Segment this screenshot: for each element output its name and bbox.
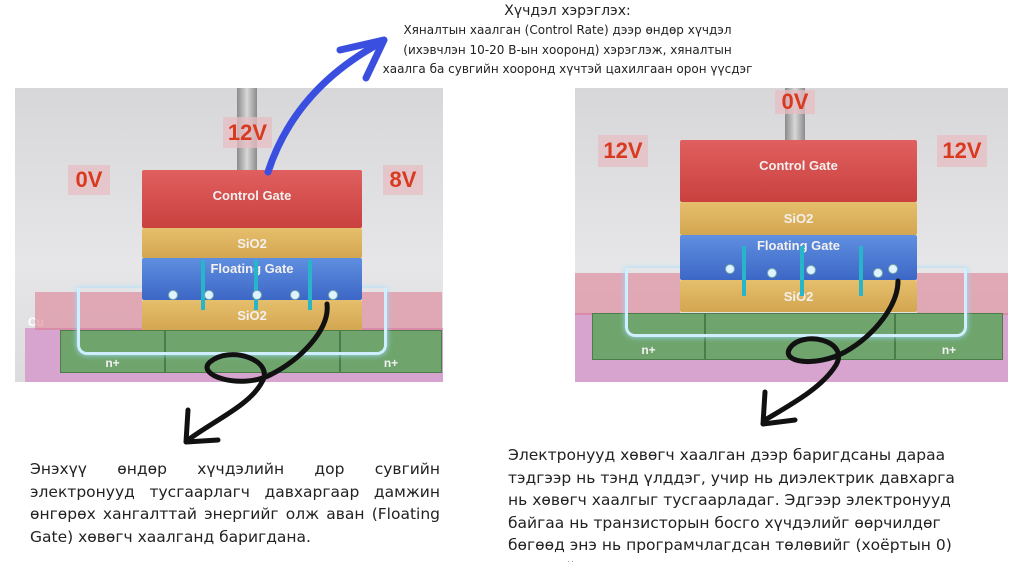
electron-flow-down-arrow bbox=[800, 246, 804, 296]
note-line: хаалга ба сувгийн хооронд хүчтэй цахилга… bbox=[382, 62, 753, 76]
electron bbox=[290, 290, 300, 300]
electron bbox=[806, 265, 816, 275]
control-gate-layer: Control Gate bbox=[142, 170, 362, 228]
source-voltage-label: 12V bbox=[598, 135, 648, 167]
n-plus-region: n+ bbox=[340, 330, 442, 373]
blue-annotation-arrow bbox=[264, 36, 388, 176]
electron-flow-down-arrow bbox=[742, 246, 746, 296]
electron bbox=[725, 264, 735, 274]
oxide-layer-bottom: SiO2 bbox=[680, 280, 917, 312]
note-title: Хүчдэл хэрэглэх: bbox=[504, 3, 631, 19]
electron bbox=[328, 290, 338, 300]
electron-flow-up-arrow bbox=[201, 260, 205, 310]
drain-voltage-label: 12V bbox=[937, 135, 987, 167]
electron-flow-up-arrow bbox=[254, 260, 258, 310]
electron bbox=[873, 268, 883, 278]
electron bbox=[767, 268, 777, 278]
note-line: (ихэвчлэн 10-20 В-ын хооронд) хэрэглэж, … bbox=[403, 42, 732, 57]
channel-region bbox=[165, 330, 340, 373]
gate-voltage-label: 0V bbox=[775, 89, 815, 114]
right-transistor-diagram: n+ n+ Control Gate SiO2 Floating Gate Si… bbox=[575, 88, 1008, 382]
electron bbox=[168, 290, 178, 300]
electron-channel bbox=[625, 268, 967, 337]
oxide-layer-top: SiO2 bbox=[142, 228, 362, 258]
note-line: Хяналтын хаалган (Control Rate) дээр өнд… bbox=[403, 23, 732, 37]
oxide-layer-top: SiO2 bbox=[680, 202, 917, 235]
control-gate-layer: Control Gate bbox=[680, 140, 917, 202]
drain-contact-block bbox=[362, 292, 442, 330]
source-voltage-label: 0V bbox=[68, 165, 110, 195]
gate-voltage-label: 12V bbox=[223, 117, 272, 148]
electron bbox=[888, 264, 898, 274]
drain-contact-block bbox=[917, 273, 1008, 315]
drain-voltage-label: 8V bbox=[383, 165, 423, 195]
electron bbox=[204, 290, 214, 300]
electron bbox=[252, 290, 262, 300]
note-description: Хяналтын хаалган (Control Rate) дээр өнд… bbox=[380, 21, 755, 80]
left-caption: Энэхүү өндөр хүчдэлийн дор сувгийн элект… bbox=[30, 460, 440, 546]
left-loop-arrow bbox=[183, 301, 330, 445]
electron-flow-down-arrow bbox=[859, 246, 863, 296]
right-caption: Электронууд хөвөгч хаалган дээр баригдса… bbox=[508, 446, 955, 562]
electron-flow-up-arrow bbox=[308, 260, 312, 310]
right-loop-arrow bbox=[760, 278, 901, 427]
source-contact-block bbox=[35, 292, 142, 330]
